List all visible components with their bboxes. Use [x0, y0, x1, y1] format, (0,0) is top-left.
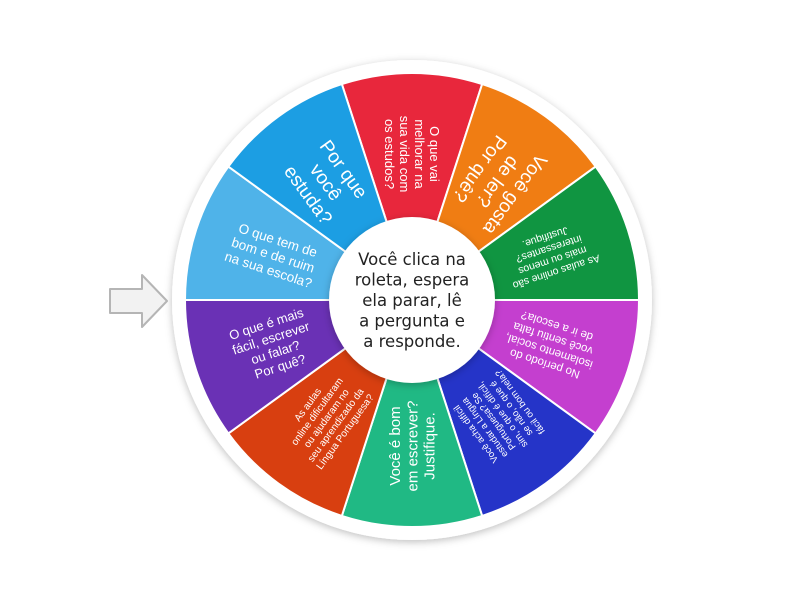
- wheel-hub: [329, 217, 495, 383]
- pointer-arrow-icon: [109, 274, 168, 328]
- wheel-segment-slice[interactable]: [340, 71, 484, 304]
- wheel-segment[interactable]: As aulas online sãomais ou menosinteress…: [408, 165, 641, 301]
- wheel-segment[interactable]: O que vaimelhorar nasua vida comos estud…: [340, 71, 484, 304]
- wheel-segment-slice[interactable]: [340, 296, 484, 529]
- wheel-segment-label: O que vaimelhorar nasua vida comos estud…: [382, 116, 442, 193]
- wheel-segment[interactable]: Você é bomem escrever?Justifique.: [340, 296, 484, 529]
- wheel-segment-label: Você é bomem escrever?Justifique.: [387, 401, 439, 492]
